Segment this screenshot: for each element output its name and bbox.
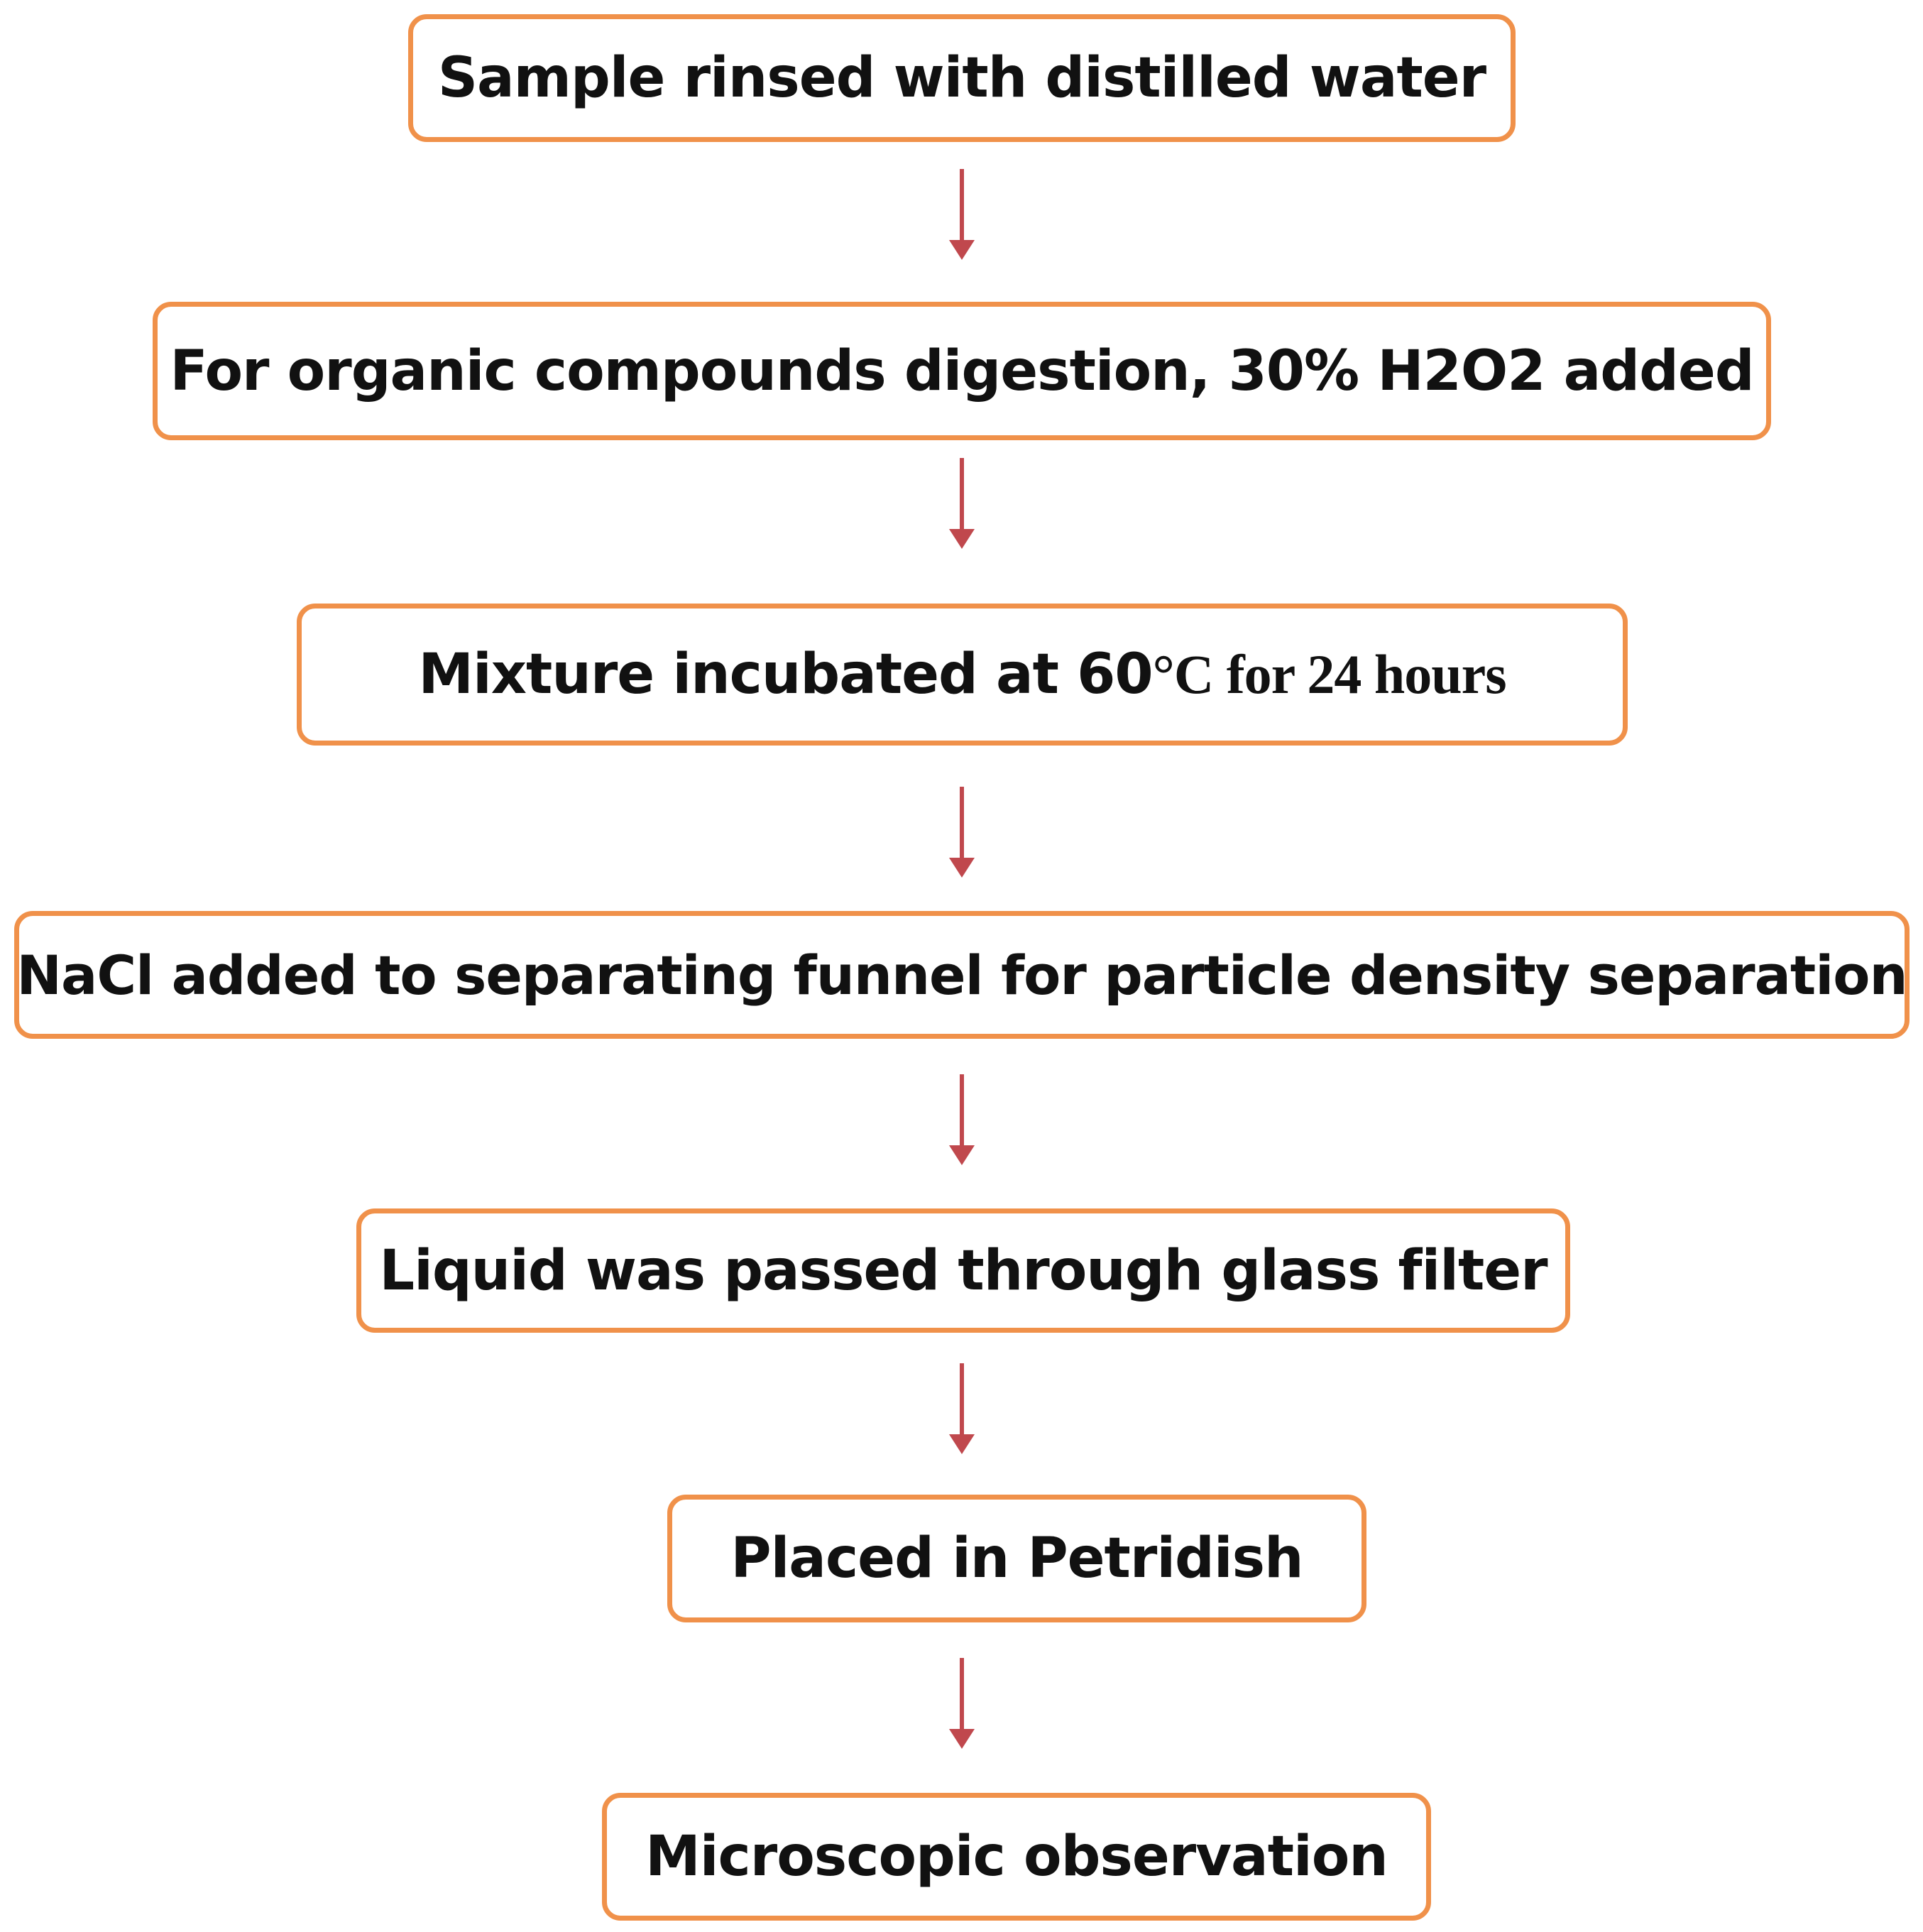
step-microscopic-observation: Microscopic observation (602, 1793, 1431, 1921)
step-label: Liquid was passed through glass filter (379, 1238, 1547, 1303)
step-label: Microscopic observation (645, 1825, 1388, 1889)
step-h2o2-digestion: For organic compounds digestion, 30% H2O… (153, 302, 1771, 440)
step-label: For organic compounds digestion, 30% H2O… (170, 339, 1754, 403)
step-label-prefix: Mixture incubated at 60 (418, 643, 1153, 706)
arrow-down-4 (948, 1074, 976, 1168)
arrow-down-6 (948, 1658, 976, 1752)
step-label: Placed in Petridish (730, 1527, 1303, 1590)
step-nacl-separation: NaCl added to separating funnel for part… (14, 911, 1910, 1039)
step-label: Sample rinsed with distilled water (437, 46, 1486, 110)
arrow-down-1 (948, 169, 976, 263)
step-incubation: Mixture incubated at 60°C for 24 hours (297, 604, 1628, 746)
step-label: NaCl added to separating funnel for part… (16, 943, 1907, 1007)
step-petridish: Placed in Petridish (667, 1495, 1366, 1622)
arrow-down-5 (948, 1363, 976, 1457)
step-glass-filter: Liquid was passed through glass filter (356, 1208, 1570, 1333)
step-label-suffix: °C for 24 hours (1152, 643, 1507, 705)
arrow-down-2 (948, 458, 976, 552)
arrow-down-3 (948, 787, 976, 880)
step-sample-rinsed: Sample rinsed with distilled water (408, 14, 1516, 142)
